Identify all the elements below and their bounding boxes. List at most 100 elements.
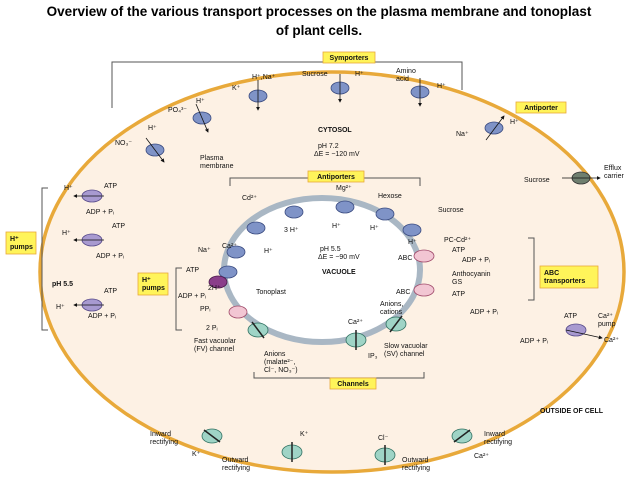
pm-symporter-k xyxy=(248,80,268,111)
ion-adp-abc2: ADP + Pᵢ xyxy=(470,309,498,316)
ion-h-na: H⁺,Na⁺ xyxy=(252,74,276,81)
ion-cl: Cl⁻ xyxy=(378,435,389,442)
ion-2pi: 2 Pᵢ xyxy=(206,325,218,332)
ion-adp-abc1: ADP + Pᵢ xyxy=(462,257,490,264)
pm-symporter-sucrose xyxy=(330,74,350,103)
pm-h-pump-3 xyxy=(73,298,104,312)
ion-sucrose-efflux: Sucrose xyxy=(524,177,550,184)
anions-malate-label: Anions(malate²⁻,Cl⁻, NO₃⁻) xyxy=(264,351,298,374)
ion-atp-vac: ATP xyxy=(186,267,199,274)
cytosol-ph: pH 7.2 xyxy=(318,143,339,150)
abc-bracket xyxy=(528,237,535,301)
svg-text:H⁺pumps: H⁺pumps xyxy=(10,236,33,251)
ion-adp-2: ADP + Pᵢ xyxy=(96,253,124,260)
vac-antiporter-ca xyxy=(226,245,246,259)
h-pumps-inner-bracket xyxy=(175,267,182,331)
page-title: Overview of the various transport proces… xyxy=(0,2,638,40)
ion-h-sucrose-vac: H⁺ xyxy=(408,239,417,246)
ion-ip3: IP₃ xyxy=(368,353,378,360)
vac-antiporter-na xyxy=(218,265,238,279)
ion-h-hexose: H⁺ xyxy=(370,225,379,232)
ion-ca-channel: Ca²⁺ xyxy=(348,319,363,326)
pm-antiporter-na xyxy=(484,115,505,141)
svg-text:Channels: Channels xyxy=(337,381,369,388)
ion-abc-2: ABC xyxy=(396,289,410,296)
svg-text:Antiporter: Antiporter xyxy=(524,105,558,112)
pm-channel-inward-left xyxy=(201,428,223,444)
cytosol-de: ΔE = −120 mV xyxy=(314,151,360,158)
symporters-bracket xyxy=(111,61,463,108)
ion-pc-cd: PC-Cd²⁺ xyxy=(444,237,471,244)
title-line-2: of plant cells. xyxy=(275,23,363,38)
ion-adp-1: ADP + Pᵢ xyxy=(86,209,114,216)
antiporters-vacuole-tag: Antiporters xyxy=(307,170,365,183)
title-line-1: Overview of the various transport proces… xyxy=(46,4,592,19)
fv-channel-label: Fast vacuolar(FV) channel xyxy=(194,338,237,353)
ion-h-mg: H⁺ xyxy=(332,223,341,230)
ion-adp-vac: ADP + Pᵢ xyxy=(178,293,206,300)
ion-sucrose-top: Sucrose xyxy=(302,71,328,78)
ion-na-pm: Na⁺ xyxy=(456,131,469,138)
ion-adp-ca-pump: ADP + Pᵢ xyxy=(520,338,548,345)
h-pumps-left-bracket xyxy=(41,187,48,331)
ion-sucrose-vac: Sucrose xyxy=(438,207,464,214)
vac-channel-sv xyxy=(385,315,407,333)
pm-symporter-po4 xyxy=(192,103,212,133)
ion-h-pump2: H⁺ xyxy=(62,230,71,237)
ion-atp-3: ATP xyxy=(104,288,117,295)
vacuole-de: ΔE = −90 mV xyxy=(318,254,360,261)
pm-channel-inward-right xyxy=(451,428,473,444)
ion-ppi: PPᵢ xyxy=(200,306,210,313)
ion-h-no3: H⁺ xyxy=(148,125,157,132)
ion-po4: PO₄³⁻ xyxy=(168,107,187,114)
ion-k-inward: K⁺ xyxy=(192,451,201,458)
pm-channel-k xyxy=(281,442,303,462)
svg-text:H⁺pumps: H⁺pumps xyxy=(142,277,165,292)
ion-na-vac: Na⁺ xyxy=(198,247,211,254)
vacuole-ph: pH 5.5 xyxy=(320,246,341,253)
vac-abc-1 xyxy=(413,249,435,263)
ion-h-sucrose: H⁺ xyxy=(355,71,364,78)
h-pumps-left-tag: H⁺pumps xyxy=(5,231,37,255)
ca-pump-label: Ca²⁺pump xyxy=(598,313,616,328)
ion-3h: 3 H⁺ xyxy=(284,227,299,234)
ion-k-outward: K⁺ xyxy=(300,431,309,438)
ion-atp-2: ATP xyxy=(112,223,125,230)
pm-channel-cl xyxy=(374,445,396,465)
vac-antiporter-mg xyxy=(335,200,355,214)
ion-atp-ca-pump: ATP xyxy=(564,313,577,320)
vac-channel-ca xyxy=(345,330,367,350)
ion-no3: NO₃⁻ xyxy=(115,140,132,147)
vacuole-label: VACUOLE xyxy=(322,269,356,276)
ion-cd: Cd²⁺ xyxy=(242,195,257,202)
svg-text:Symporters: Symporters xyxy=(330,55,369,62)
ion-abc-1: ABC xyxy=(398,255,412,262)
pm-efflux-carrier xyxy=(562,171,601,185)
anions-cations-label: Anions,cations xyxy=(380,301,403,316)
ion-h-amino: H⁺ xyxy=(437,83,446,90)
ion-h-pm-anti: H⁺ xyxy=(510,119,519,126)
tonoplast-label: Tonoplast xyxy=(256,289,286,296)
vac-h-ppase xyxy=(228,305,248,319)
symporters-tag: Symporters xyxy=(322,51,376,64)
vac-h-atpase xyxy=(208,275,228,289)
pm-symporter-no3 xyxy=(145,137,165,163)
vac-antiporter-sucrose xyxy=(402,223,422,237)
vac-abc-2 xyxy=(413,283,435,297)
vac-antiporter-cd xyxy=(246,221,266,235)
ion-k-top: K⁺ xyxy=(232,85,241,92)
ion-h-pump1: H⁺ xyxy=(64,185,73,192)
ion-ca-out: Ca²⁺ xyxy=(604,337,619,344)
ion-h-na-vac: H⁺ xyxy=(264,248,273,255)
pm-h-pump-2 xyxy=(73,233,104,247)
ph-outside: pH 5.5 xyxy=(52,281,73,288)
ion-atp-abc2: ATP xyxy=(452,291,465,298)
